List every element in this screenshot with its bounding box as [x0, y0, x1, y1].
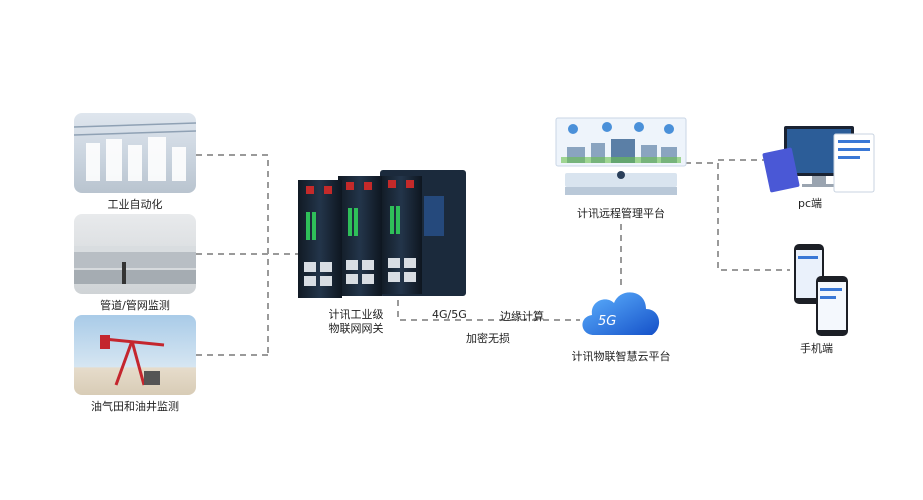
- pipeline-photo: [74, 214, 196, 294]
- pc-label: pc端: [798, 197, 823, 210]
- line-platform-clients: [685, 162, 790, 271]
- cloud-icon: 5G: [582, 292, 660, 335]
- cloud-label: 计讯物联智慧云平台: [571, 350, 671, 363]
- oil-well-photo: [74, 315, 196, 395]
- gateway-unit-2: [338, 176, 382, 296]
- source-label-oilfield: 油气田和油井监测: [91, 400, 179, 413]
- platform-label: 计讯远程管理平台: [577, 207, 665, 220]
- platform-illustration: [555, 117, 687, 195]
- mobile-client-illustration: [794, 244, 848, 336]
- gateway-label-line2: 物联网网关: [328, 322, 384, 335]
- gateway-label-line1: 计讯工业级: [328, 308, 384, 321]
- mobile-label: 手机端: [800, 342, 833, 355]
- line-gateway-cloud: [397, 300, 580, 321]
- source-label-pipeline: 管道/管网监测: [100, 299, 170, 312]
- source-label-automation: 工业自动化: [107, 198, 163, 211]
- pc-client-illustration: [762, 126, 875, 193]
- encryption-label: 加密无损: [466, 332, 510, 345]
- line-automation: [196, 154, 269, 355]
- gateway-devices: [298, 170, 466, 298]
- edge-computing-label: 边缘计算: [500, 310, 544, 323]
- cloud-badge: 5G: [598, 314, 616, 329]
- factory-photo: [74, 113, 196, 193]
- network-label: 4G/5G: [432, 308, 467, 321]
